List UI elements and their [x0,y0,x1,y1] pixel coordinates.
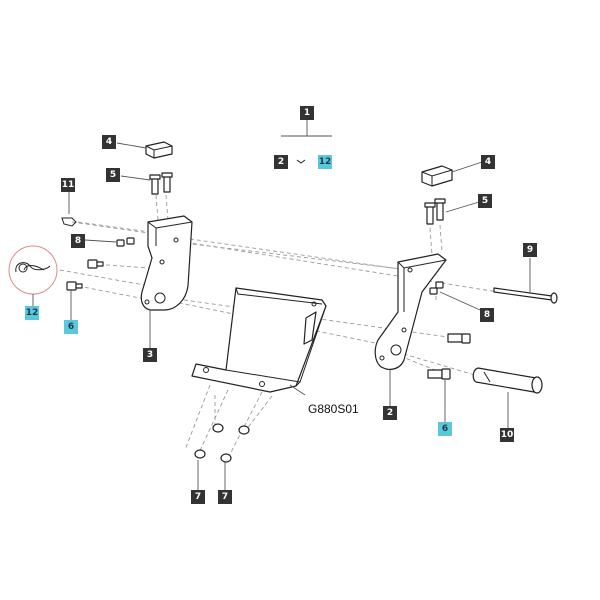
callout-12-top: 12 [318,155,332,169]
callout-9: 9 [523,243,537,257]
nuts-right [429,281,444,295]
callout-1: 1 [300,106,314,120]
spacer-left [145,141,173,159]
callout-12-left: 12 [25,306,39,320]
base-plate [191,287,327,393]
callout-2-right: 2 [383,406,397,420]
bracket-right [374,253,447,370]
spacer-right [421,165,453,187]
clip-eleven [61,217,77,227]
callout-8-left: 8 [71,234,85,248]
callout-5-left: 5 [106,168,120,182]
bolts-left [149,172,173,195]
bolt-right-lower [427,368,451,380]
nuts-bottom [194,423,250,463]
callout-7-left: 7 [191,490,205,504]
bolts-right [424,198,446,225]
hairpin-clip-small [296,159,306,164]
callout-10: 10 [500,428,514,442]
bracket-left [140,215,193,311]
callout-6-right: 6 [438,422,452,436]
callout-11: 11 [61,178,75,192]
callout-2: 2 [274,155,288,169]
callout-6-left: 6 [64,320,78,334]
bolt-right-upper [447,333,471,344]
bolt-left-upper [87,259,104,269]
bolt-left-lower [66,281,83,291]
part-code-label: G880S01 [308,402,359,416]
callout-7-right: 7 [218,490,232,504]
nuts-left [116,237,135,247]
callout-5-right: 5 [478,194,492,208]
callout-8-right: 8 [480,308,494,322]
callout-3: 3 [143,348,157,362]
leader-lines [32,120,531,490]
pin-nine [493,287,558,304]
pin-ten [472,367,543,394]
hairpin-clip-left [15,262,51,273]
callout-4-right: 4 [481,155,495,169]
callout-4-left: 4 [102,135,116,149]
